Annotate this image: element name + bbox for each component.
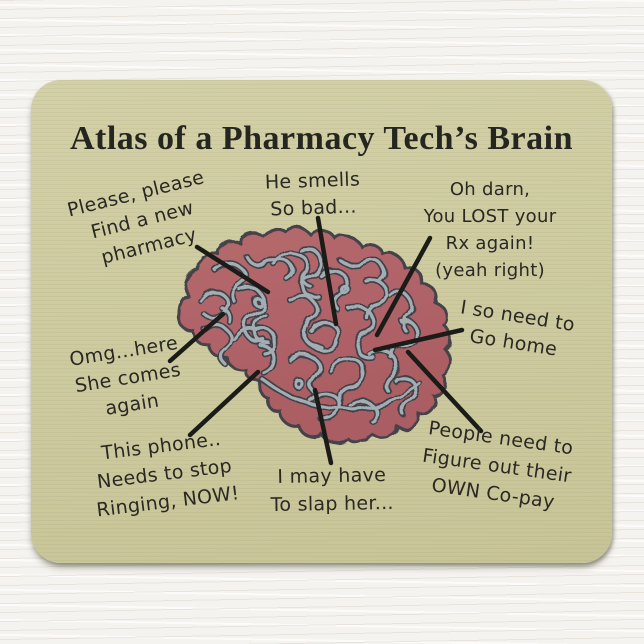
label-line: I may have	[277, 464, 387, 488]
label-oh-darn: Oh darn, You LOST your Rx again! (yeah r…	[405, 176, 575, 284]
label-line: To slap her...	[270, 491, 394, 517]
label-line: You LOST your	[423, 206, 557, 227]
label-he-smells: He smells So bad...	[242, 166, 384, 225]
label-line: (yeah right)	[435, 260, 545, 281]
product-title: Atlas of a Pharmacy Tech’s Brain	[69, 120, 573, 157]
label-line: So bad...	[269, 195, 357, 221]
label-line: Oh darn,	[449, 179, 531, 200]
label-slap: I may have To slap her...	[252, 461, 413, 520]
label-line: Rx again!	[445, 233, 535, 254]
